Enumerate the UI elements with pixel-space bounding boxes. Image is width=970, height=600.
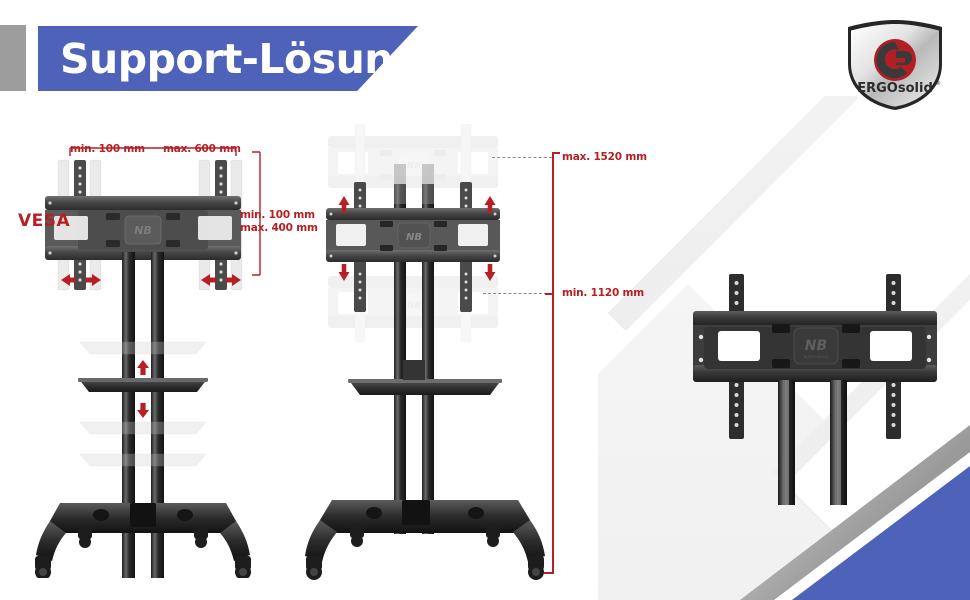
svg-text:NB: NB [407,301,422,311]
width-dimension-bracket [69,147,237,156]
label-height-max-cart: max. 1520 mm [562,151,647,163]
svg-text:NB: NB [134,224,152,237]
page-title: Support-Lösung [60,35,422,83]
label-width-min: min. 100 mm [70,143,145,155]
label-width-max: max. 600 mm [163,143,241,155]
shelf-adjust-arrows [137,360,149,418]
width-adjust-arrows [61,274,241,286]
solid-bracket: NB [326,208,500,262]
header-band [38,26,418,91]
svg-text:®: ® [935,80,941,87]
callout-dash-min [483,293,552,294]
height-dimension-bracket [252,151,261,276]
middle-cart-diagram: NB NB [305,124,545,580]
callout-tick-min [545,293,554,295]
callout-vertical-line [552,152,554,574]
label-height-min-cart: min. 1120 mm [562,287,645,299]
svg-text:ERGOsolid: ERGOsolid [857,81,933,96]
ghost-bracket-bottom: NB [328,263,498,343]
product-bracket-photo: NB NORTH BAYOU [693,274,937,505]
label-height-min: min. 100 mm [240,209,315,221]
svg-text:NB: NB [805,338,827,354]
ghost-bracket-top: NB [328,124,498,193]
callout-dash-max [492,157,552,158]
svg-text:NB: NB [406,232,422,243]
left-cart-diagram: NB [35,147,261,578]
header-accent-block [0,25,26,91]
svg-text:NORTH BAYOU: NORTH BAYOU [804,355,829,359]
label-height-max: max. 400 mm [240,222,318,234]
callout-tick-bottom [544,572,553,574]
ergosolid-logo: ERGOsolid ® [843,18,947,112]
label-vesa: VESA [18,211,71,231]
bracket-adjust-arrows [338,196,496,281]
callout-tick-top [552,152,560,154]
svg-text:NB: NB [407,161,422,171]
